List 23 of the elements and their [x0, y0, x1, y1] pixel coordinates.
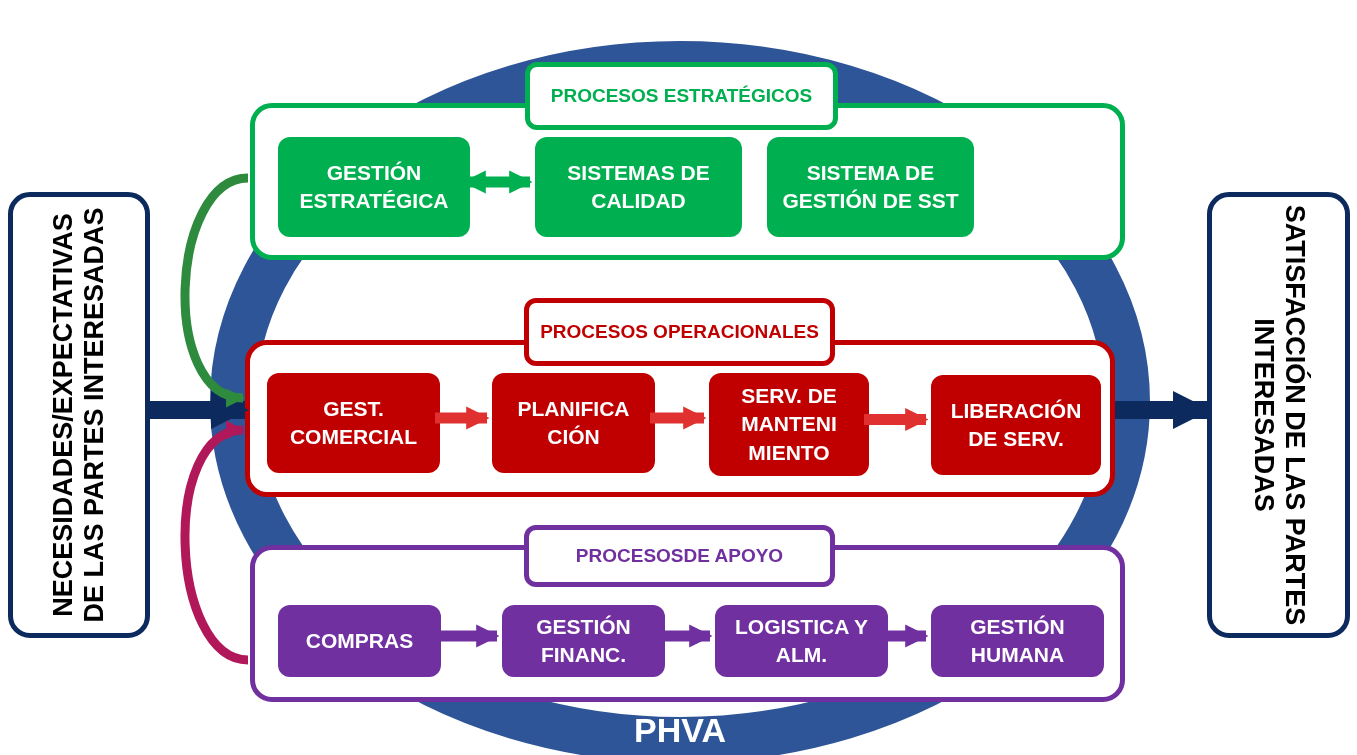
process-box: SERV. DE MANTENI MIENTO: [709, 373, 869, 476]
arrow: [150, 391, 249, 429]
process-box: SISTEMAS DE CALIDAD: [535, 137, 742, 237]
process-box: SISTEMA DE GESTIÓN DE SST: [767, 137, 974, 237]
process-box: COMPRAS: [278, 605, 441, 677]
arrow: [435, 406, 490, 430]
vertical-label: SATISFACCIÓN DE LAS PARTES INTERESADAS: [1247, 203, 1310, 628]
process-box: GESTIÓN HUMANA: [931, 605, 1104, 677]
process-box: GESTIÓN FINANC.: [502, 605, 665, 677]
process-box: PLANIFICA CIÓN: [492, 373, 655, 473]
arrow: [650, 406, 707, 430]
group-heading: PROCESOS ESTRATÉGICOS: [525, 62, 838, 130]
process-box: GEST. COMERCIAL: [267, 373, 440, 473]
arrow: [864, 407, 929, 432]
process-box: LOGISTICA Y ALM.: [715, 605, 888, 677]
process-box: LIBERACIÓN DE SERV.: [931, 375, 1101, 475]
cycle-label: PHVA: [634, 713, 726, 747]
group-heading: PROCESOS OPERACIONALES: [524, 298, 835, 366]
stakeholder-box: [8, 192, 150, 638]
vertical-label: NECESIDADES/EXPECTATIVAS DE LAS PARTES INTERESADAS: [47, 206, 110, 625]
stakeholder-box: [1207, 192, 1350, 638]
group-heading: PROCESOSDE APOYO: [524, 525, 835, 587]
process-box: GESTIÓN ESTRATÉGICA: [278, 137, 470, 237]
